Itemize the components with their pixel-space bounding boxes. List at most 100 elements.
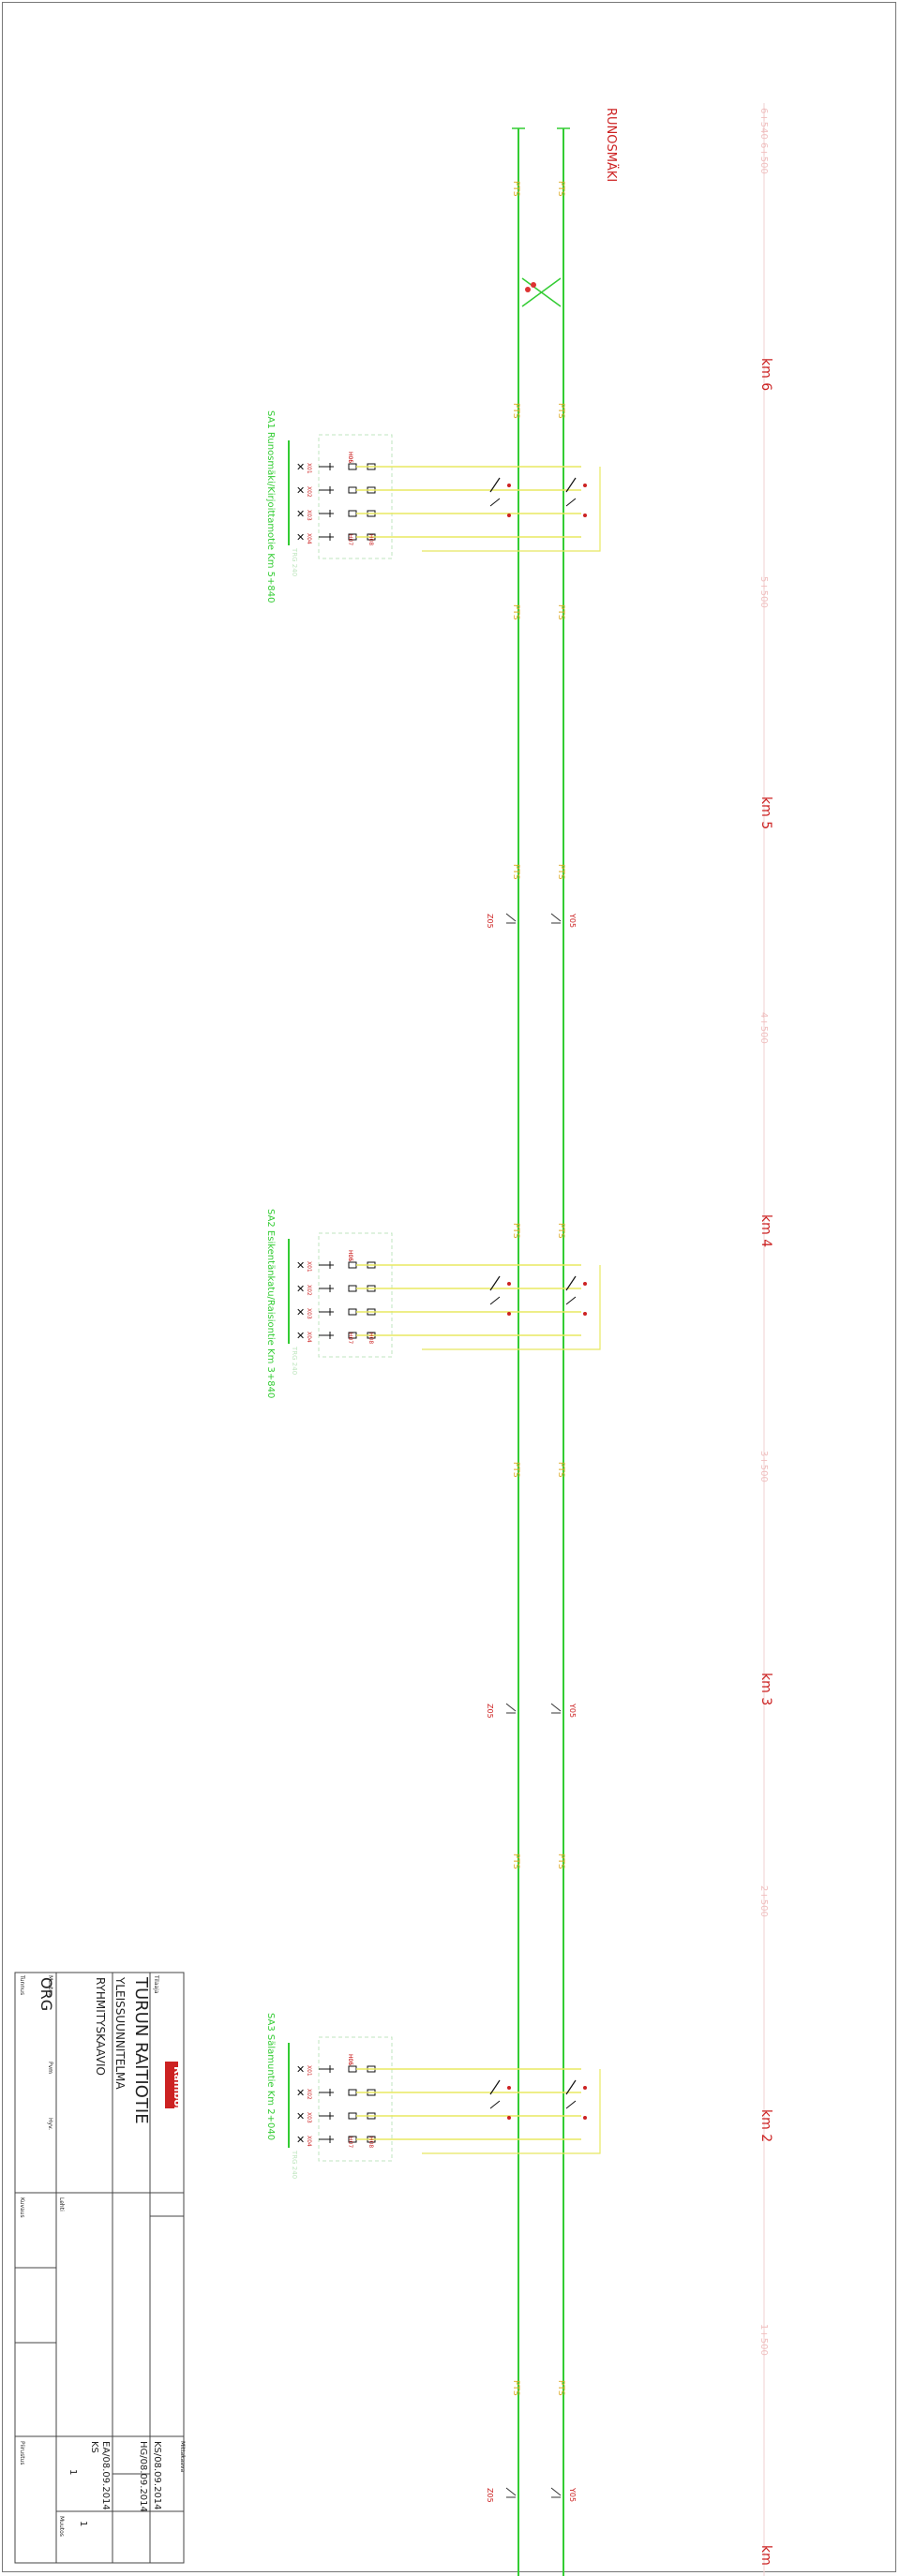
svg-text:Ramboll: Ramboll: [172, 2066, 184, 2113]
svg-text:HG/08.09.2014: HG/08.09.2014: [138, 2441, 148, 2512]
breaker-label: X02: [306, 486, 312, 498]
chainage-label: 1+500: [758, 2324, 769, 2356]
svg-text:KS/08.09.2014: KS/08.09.2014: [152, 2441, 162, 2510]
svg-text:1: 1: [78, 2521, 88, 2526]
svg-text:PTS: PTS: [556, 1854, 565, 1869]
svg-text:Tunnus: Tunnus: [19, 1974, 25, 1995]
breaker-label: X01: [306, 2065, 312, 2077]
svg-text:PTS: PTS: [511, 604, 520, 620]
place-name: RUNOSMÄKI: [604, 108, 619, 182]
svg-text:PTS: PTS: [556, 604, 565, 620]
switch-label: H07: [347, 534, 353, 545]
breaker-symbol: ✕: [296, 1259, 305, 1272]
svg-text:Tilaaja: Tilaaja: [153, 1974, 159, 1994]
svg-text:PTS: PTS: [556, 181, 565, 197]
svg-text:Y05: Y05: [568, 2487, 577, 2502]
chainage-label: 2+500: [758, 1885, 769, 1917]
breaker-label: X04: [306, 1332, 312, 1343]
switch-label: H06: [347, 1250, 353, 1261]
title-block: [14, 1972, 185, 2564]
chainage-label: 4+500: [758, 1012, 769, 1044]
svg-text:Pvm: Pvm: [47, 2062, 53, 2074]
km-marker: km 6: [758, 358, 773, 391]
svg-text:Mittakaava: Mittakaava: [179, 2441, 186, 2472]
breaker-symbol: ✕: [296, 2063, 305, 2076]
svg-text:Y05: Y05: [568, 1703, 577, 1718]
breaker-symbol: ✕: [296, 2087, 305, 2099]
breaker-symbol: ✕: [296, 2110, 305, 2122]
breaker-symbol: ✕: [296, 1306, 305, 1318]
svg-text:PTS: PTS: [511, 1462, 520, 1478]
substation-name: SA1 Runosmäki/Kirjoittamotie Km 5+840: [265, 410, 276, 603]
svg-text:RYHMITYSKAAVIO: RYHMITYSKAAVIO: [94, 1977, 107, 2076]
km-marker: km 5: [758, 797, 773, 829]
breaker-symbol: ✕: [296, 508, 305, 520]
switch-label: H06: [347, 452, 353, 463]
km-marker: km 4: [758, 1214, 773, 1247]
breaker-symbol: ✕: [296, 1283, 305, 1295]
svg-text:Kuvaus: Kuvaus: [19, 2197, 25, 2218]
breaker-label: X01: [306, 463, 312, 474]
svg-text:PTS: PTS: [556, 403, 565, 419]
chainage-label: 3+500: [758, 1451, 769, 1482]
km-marker: km: [758, 2545, 773, 2566]
chainage-label: 6+540 6+500: [758, 108, 769, 174]
svg-text:TURUN RAITIOTIE: TURUN RAITIOTIE: [131, 1976, 151, 2124]
substation-name: SA2 Esikentänkatu/Raisiontie Km 3+840: [265, 1209, 276, 1398]
svg-text:PTS: PTS: [556, 864, 565, 880]
switch-label: H05: [347, 2054, 353, 2065]
svg-text:PTS: PTS: [556, 1462, 565, 1478]
svg-text:1: 1: [68, 2469, 78, 2475]
breaker-symbol: ✕: [296, 484, 305, 497]
switch-label: H07: [347, 1333, 353, 1344]
svg-text:PTS: PTS: [556, 2380, 565, 2396]
svg-text:PTS: PTS: [511, 403, 520, 419]
svg-text:PTS: PTS: [556, 1223, 565, 1239]
title-block-text: Tilaaja TURUN RAITIOTIE YLEISSUUNNITELMA…: [19, 1974, 186, 2537]
svg-text:EA/08.09.2014: EA/08.09.2014: [100, 2441, 111, 2510]
svg-text:YLEISSUUNNITELMA: YLEISSUUNNITELMA: [113, 1976, 127, 2090]
svg-text:Z05: Z05: [486, 1704, 494, 1719]
switch-label: H05: [347, 1250, 353, 1261]
svg-text:ORG: ORG: [38, 1977, 55, 2011]
breaker-symbol: ✕: [296, 2134, 305, 2146]
switch-label: H05: [347, 452, 353, 463]
svg-text:PTS: PTS: [511, 1854, 520, 1869]
svg-text:Lehti: Lehti: [58, 2197, 65, 2211]
svg-text:TRG 240: TRG 240: [291, 547, 298, 576]
km-marker: km 3: [758, 1673, 773, 1705]
svg-text:PTS: PTS: [511, 864, 520, 880]
svg-text:TRG 240: TRG 240: [291, 2150, 298, 2179]
chainage-label: 5+500: [758, 576, 769, 608]
svg-text:PTS: PTS: [511, 181, 520, 197]
breaker-label: X03: [306, 510, 312, 521]
pts-labels: PTS PTS PTS PTS PTS PTS PTS PTS PTS PTS …: [511, 181, 565, 2396]
breaker-symbol: ✕: [296, 1330, 305, 1342]
breaker-label: X04: [306, 2136, 312, 2147]
svg-text:Z05: Z05: [486, 2488, 494, 2503]
svg-text:PTS: PTS: [511, 2380, 520, 2396]
breaker-label: X02: [306, 1285, 312, 1296]
svg-text:KS: KS: [89, 2441, 99, 2453]
breaker-label: X02: [306, 2089, 312, 2100]
svg-text:Z05: Z05: [486, 914, 494, 929]
breaker-symbol: ✕: [296, 531, 305, 543]
switch-label: H07: [347, 2137, 353, 2148]
svg-text:PTS: PTS: [511, 1223, 520, 1239]
svg-text:Y05: Y05: [568, 913, 577, 928]
switch-label: H08: [368, 534, 374, 545]
svg-text:TRG 240: TRG 240: [291, 1346, 298, 1375]
switch-label: H08: [368, 2137, 374, 2148]
breaker-label: X03: [306, 2112, 312, 2123]
km-marker: km 2: [758, 2109, 773, 2142]
section-posts: [505, 913, 562, 2498]
switch-label: H06: [347, 2054, 353, 2065]
svg-text:Piirustus: Piirustus: [19, 2441, 25, 2465]
breaker-label: X03: [306, 1308, 312, 1319]
